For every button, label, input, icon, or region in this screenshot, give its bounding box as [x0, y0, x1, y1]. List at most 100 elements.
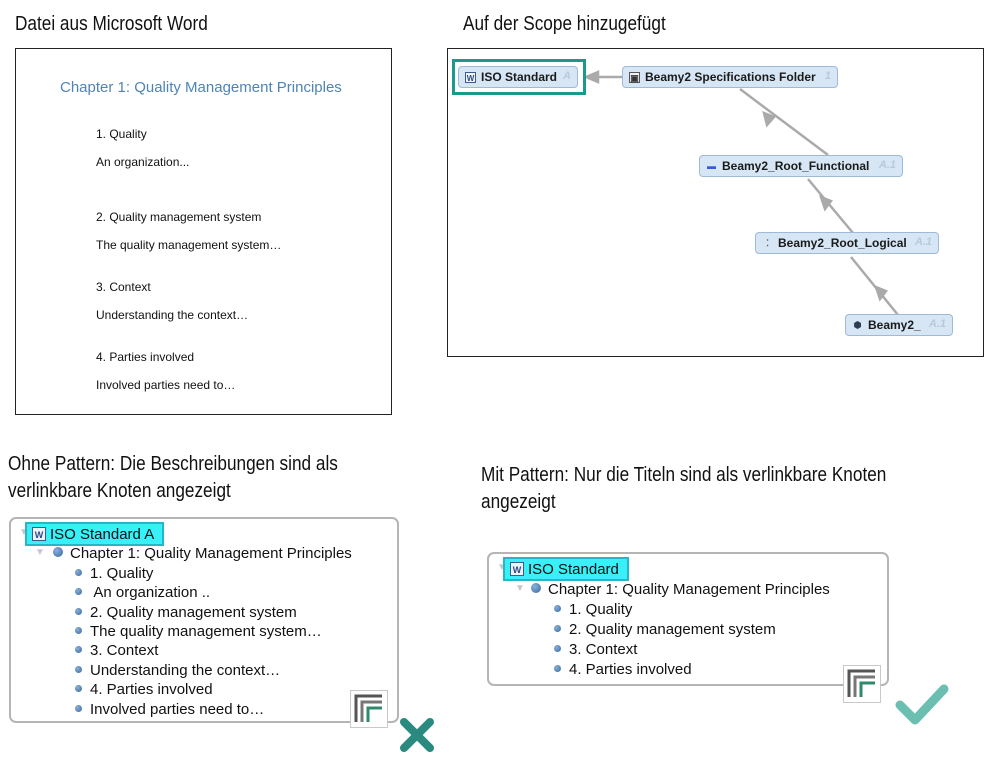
tree-item-label: 3. Context	[569, 641, 638, 658]
cube-icon: ⬢	[853, 319, 862, 330]
scope-node-specifications-folder[interactable]: ▣ Beamy2 Specifications Folder 1	[622, 66, 838, 88]
caption-word-file: Datei aus Microsoft Word	[15, 13, 208, 35]
arrowhead-folder	[762, 110, 777, 128]
tree-root-iso-standard[interactable]: W ISO Standard	[503, 557, 629, 581]
tree-item-label: 2. Quality management system	[90, 604, 297, 621]
bullet-icon	[554, 625, 561, 632]
folder-icon: ▣	[629, 71, 640, 83]
tree-item[interactable]: 2. Quality management system	[554, 621, 776, 639]
function-icon: ▬	[707, 160, 716, 171]
tree-item-label: The quality management system…	[90, 623, 322, 640]
caption-scope: Auf der Scope hinzugefügt	[463, 13, 666, 35]
tree-root-iso-standard[interactable]: W ISO Standard A	[25, 522, 165, 546]
iso-node-highlight	[452, 59, 586, 95]
pattern-icon	[350, 690, 388, 728]
tree-item[interactable]: 3. Context	[75, 642, 158, 660]
tree-item[interactable]: 4. Parties involved	[75, 681, 213, 699]
tree-chapter-row[interactable]: Chapter 1: Quality Management Principles	[53, 545, 352, 563]
word-icon: W	[510, 562, 524, 576]
bullet-icon	[75, 627, 82, 634]
node-label: Beamy2_Root_Functional	[722, 159, 870, 173]
doc-line: The quality management system…	[96, 238, 282, 252]
node-label: Beamy2 Specifications Folder	[645, 70, 816, 84]
graph-edges	[582, 70, 899, 316]
tree-item[interactable]: 3. Context	[554, 641, 637, 659]
tree-item[interactable]: 2. Quality management system	[75, 604, 297, 622]
node-tag: 1	[824, 70, 831, 82]
caption-without-pattern-2: verlinkbare Knoten angezeigt	[8, 480, 231, 502]
bullet-icon	[554, 605, 561, 612]
edge-logical-to-functional	[807, 178, 854, 234]
check-icon	[895, 684, 949, 725]
bullet-icon	[75, 588, 82, 595]
tree-without-pattern: ▼ W ISO Standard A ▼ Chapter 1: Quality …	[9, 517, 399, 723]
arrowhead-functional	[818, 194, 833, 212]
bullet-icon	[75, 569, 82, 576]
scope-node-root-functional[interactable]: ▬ Beamy2_Root_Functional A.1	[699, 155, 903, 177]
caption-with-pattern-1: Mit Pattern: Nur die Titeln sind als ver…	[481, 464, 887, 486]
bullet-icon	[75, 666, 82, 673]
node-label: ISO Standard	[481, 70, 558, 84]
tree-item[interactable]: An organization ..	[75, 584, 210, 602]
doc-line: 4. Parties involved	[96, 350, 195, 364]
tree-chapter-label: Chapter 1: Quality Management Principles	[548, 581, 830, 598]
tree-item-label: 4. Parties involved	[569, 661, 692, 678]
node-tag: A.1	[928, 318, 946, 330]
tree-item[interactable]: 1. Quality	[75, 565, 153, 583]
bullet-icon	[554, 665, 561, 672]
bullet-icon	[53, 547, 63, 557]
node-label: Beamy2_Root_Logical	[778, 236, 907, 250]
tree-item-label: Understanding the context…	[90, 662, 281, 679]
tree-root-label: ISO Standard A	[50, 525, 155, 543]
caption-without-pattern-1: Ohne Pattern: Die Beschreibungen sind al…	[8, 453, 338, 475]
bullet-icon	[75, 705, 82, 712]
bullet-icon	[554, 645, 561, 652]
doc-line: Involved parties need to…	[96, 378, 236, 392]
edge-functional-to-folder	[739, 88, 829, 156]
doc-line: 3. Context	[96, 280, 151, 294]
word-icon: W	[465, 71, 476, 83]
bullet-icon	[75, 685, 82, 692]
tree-item[interactable]: Involved parties need to…	[75, 701, 264, 719]
tree-item-label: 1. Quality	[90, 565, 154, 582]
caption-with-pattern-2: angezeigt	[481, 491, 556, 513]
node-tag: A	[563, 70, 571, 82]
scope-node-iso-standard[interactable]: W ISO Standard A	[458, 66, 578, 88]
cross-icon	[400, 718, 434, 752]
tree-item-label: 4. Parties involved	[90, 681, 213, 698]
bullet-icon	[531, 583, 541, 593]
doc-chapter-title: Chapter 1: Quality Management Principles	[60, 79, 342, 96]
tree-item[interactable]: 1. Quality	[554, 601, 632, 619]
bullet-icon	[75, 608, 82, 615]
expand-triangle-icon[interactable]: ▼	[35, 547, 45, 558]
tree-item[interactable]: The quality management system…	[75, 623, 322, 641]
doc-line: 1. Quality	[96, 127, 147, 141]
node-tag: A.1	[878, 159, 896, 171]
scope-node-root-logical[interactable]: ⁚ Beamy2_Root_Logical A.1	[755, 232, 939, 254]
doc-line: Understanding the context…	[96, 308, 249, 322]
logical-icon: ⁚	[766, 237, 769, 248]
tree-root-label: ISO Standard	[528, 560, 619, 578]
tree-item-label: An organization ..	[90, 584, 211, 601]
tree-item-label: Involved parties need to…	[90, 701, 265, 718]
tree-chapter-row[interactable]: Chapter 1: Quality Management Principles	[531, 581, 830, 599]
doc-line: An organization...	[96, 155, 190, 169]
tree-item-label: 1. Quality	[569, 601, 633, 618]
tree-item-label: 2. Quality management system	[569, 621, 776, 638]
scope-node-beamy2[interactable]: ⬢ Beamy2_ A.1	[845, 314, 953, 336]
bullet-icon	[75, 646, 82, 653]
tree-with-pattern: ▼ W ISO Standard ▼ Chapter 1: Quality Ma…	[487, 552, 889, 686]
tree-item[interactable]: 4. Parties involved	[554, 661, 692, 679]
pattern-icon	[843, 665, 881, 703]
word-icon: W	[32, 527, 46, 541]
expand-triangle-icon[interactable]: ▼	[497, 562, 507, 573]
tree-item-label: 3. Context	[90, 642, 159, 659]
tree-item[interactable]: Understanding the context…	[75, 662, 280, 680]
arrowhead-logical	[873, 284, 888, 302]
tree-chapter-label: Chapter 1: Quality Management Principles	[70, 545, 352, 562]
expand-triangle-icon[interactable]: ▼	[515, 583, 525, 594]
expand-triangle-icon[interactable]: ▼	[19, 527, 29, 538]
node-label: Beamy2_	[868, 318, 921, 332]
word-document-panel: Chapter 1: Quality Management Principles…	[15, 48, 392, 415]
doc-line: 2. Quality management system	[96, 210, 262, 224]
